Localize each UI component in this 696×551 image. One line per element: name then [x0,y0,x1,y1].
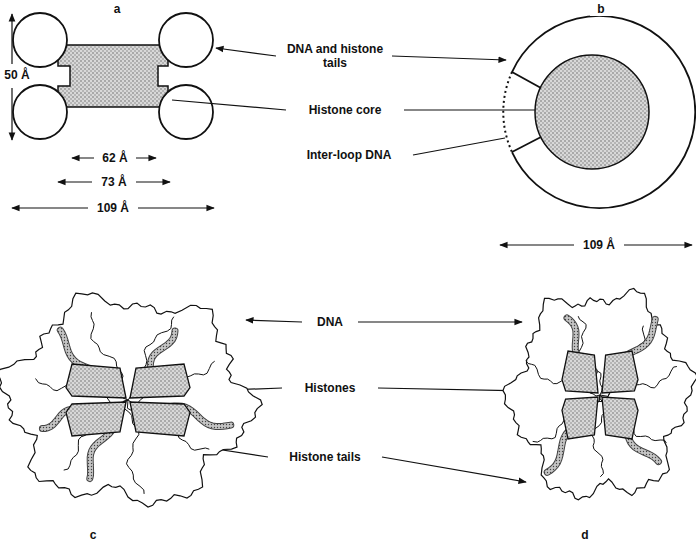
dimension-label: 109 Å [88,201,138,215]
nucleosome-sketches [0,289,696,508]
panel-a-drawing [12,13,214,208]
dimension-label: 50 Å [0,68,34,82]
callout-label: DNA and histone tails [280,42,390,70]
dimension-label: 73 Å [92,175,136,189]
panel-letter: c [82,528,104,542]
callout-label: Histone core [288,103,402,117]
dimension-label: 62 Å [94,151,136,165]
panel-b-drawing [500,16,695,245]
panel-letter: b [590,2,612,16]
callout-label: Inter-loop DNA [286,148,412,162]
callout-label: Histone tails [270,450,380,464]
dimension-label: 109 Å [574,238,624,252]
callout-label: DNA [304,315,356,329]
panel-letter: d [574,528,596,542]
callout-label: Histones [284,381,376,395]
panel-letter: a [106,2,128,16]
